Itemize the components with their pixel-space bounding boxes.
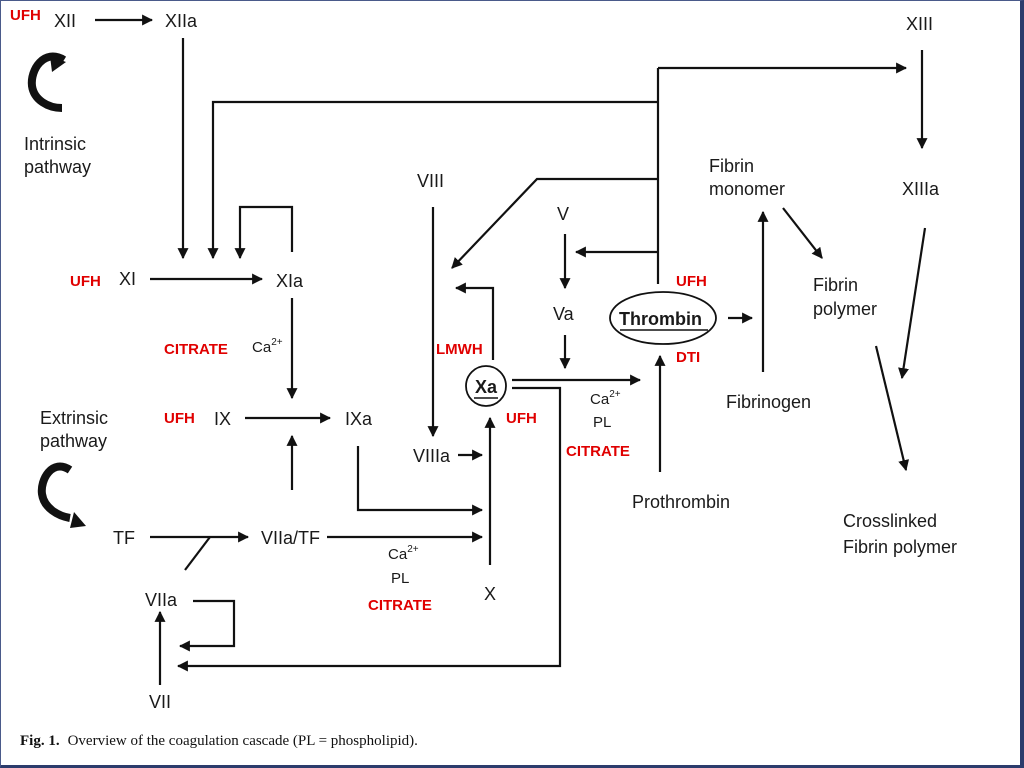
fibrinogen-label: Fibrinogen: [726, 392, 811, 412]
factor-x: X: [484, 584, 496, 604]
fibrin-polymer-line2: polymer: [813, 299, 877, 319]
arrow-xiiia-crosslink: [898, 227, 927, 380]
thrombin-label: Thrombin: [619, 309, 702, 329]
intrinsic-arrowhead-icon: [50, 56, 66, 72]
line-viia-join: [184, 536, 211, 571]
drug-citrate-x: CITRATE: [368, 597, 432, 614]
arrow-polymer-crosslinked: [874, 345, 910, 472]
drug-citrate-ix: CITRATE: [164, 341, 228, 358]
arrow-xia-self: [234, 205, 294, 260]
factor-viii: VIII: [417, 171, 444, 191]
arrow-thrombin-viii-feedback: [451, 177, 658, 269]
factor-labels: XII XIIa XI XIa IX IXa VIII VIIIa V Va X…: [54, 11, 940, 712]
extrinsic-label-line1: Extrinsic: [40, 408, 108, 428]
factor-viia-tf: VIIa/TF: [261, 528, 320, 548]
crosslinked-line2: Fibrin polymer: [843, 537, 957, 557]
drug-citrate-thrombin: CITRATE: [566, 443, 630, 460]
factor-xii: XII: [54, 11, 76, 31]
factor-va: Va: [553, 304, 575, 324]
drug-ufh-xa: UFH: [506, 410, 537, 427]
arrow-xa-viii-feedback: [454, 282, 495, 360]
drug-ufh-xi: UFH: [70, 273, 101, 290]
cofactor-ca-thrombin: Ca2+: [590, 389, 621, 408]
cofactor-pl-x: PL: [391, 570, 409, 587]
drug-ufh-thrombin: UFH: [676, 273, 707, 290]
factor-ixa: IXa: [345, 409, 373, 429]
extrinsic-curved-arrow-icon: [37, 462, 73, 522]
factor-viiia: VIIIa: [413, 446, 451, 466]
factor-xiii: XIII: [906, 14, 933, 34]
cofactor-ca-x: Ca2+: [388, 544, 419, 563]
arrow-ixa-x: [356, 446, 484, 516]
extrinsic-label-line2: pathway: [40, 431, 107, 451]
xa-circle: [465, 365, 507, 407]
drug-labels: UFH UFH CITRATE UFH LMWH UFH CITRATE CIT…: [10, 7, 707, 614]
arrow-monomer-polymer: [782, 207, 823, 259]
arrow-xa-vii-feedback: [176, 386, 562, 672]
drug-lmwh: LMWH: [436, 341, 483, 358]
cofactor-labels: Ca2+ Ca2+ PL Ca2+ PL: [252, 337, 621, 587]
drug-dti: DTI: [676, 349, 700, 366]
factor-vii: VII: [149, 692, 171, 712]
factor-viia: VIIa: [145, 590, 178, 610]
fibrin-monomer-line2: monomer: [709, 179, 785, 199]
extrinsic-arrowhead-icon: [70, 512, 86, 528]
factor-ix: IX: [214, 409, 231, 429]
fibrin-polymer-line1: Fibrin: [813, 275, 858, 295]
factor-xi: XI: [119, 269, 136, 289]
factor-xiiia: XIIIa: [902, 179, 940, 199]
cascade-arrows: [95, 14, 928, 685]
arrow-viia-self: [178, 599, 236, 652]
fibrin-monomer-line1: Fibrin: [709, 156, 754, 176]
drug-ufh-ix: UFH: [164, 410, 195, 427]
prothrombin-label: Prothrombin: [632, 492, 730, 512]
factor-tf: TF: [113, 528, 135, 548]
thrombin-oval: [609, 291, 717, 345]
intrinsic-curved-arrow-icon: [27, 52, 67, 112]
intrinsic-label-line2: pathway: [24, 157, 91, 177]
intrinsic-label-line1: Intrinsic: [24, 134, 86, 154]
factor-xiia: XIIa: [165, 11, 198, 31]
cofactor-pl-thrombin: PL: [593, 414, 611, 431]
factor-xia: XIa: [276, 271, 304, 291]
arrow-thrombin-xi-feedback: [207, 100, 658, 260]
figure-caption: Fig. 1.Overview of the coagulation casca…: [20, 733, 418, 749]
factor-xa: Xa: [475, 377, 498, 397]
cofactor-ca-ix: Ca2+: [252, 337, 283, 356]
factor-v: V: [557, 204, 569, 224]
drug-ufh-xii: UFH: [10, 7, 41, 24]
crosslinked-line1: Crosslinked: [843, 511, 937, 531]
